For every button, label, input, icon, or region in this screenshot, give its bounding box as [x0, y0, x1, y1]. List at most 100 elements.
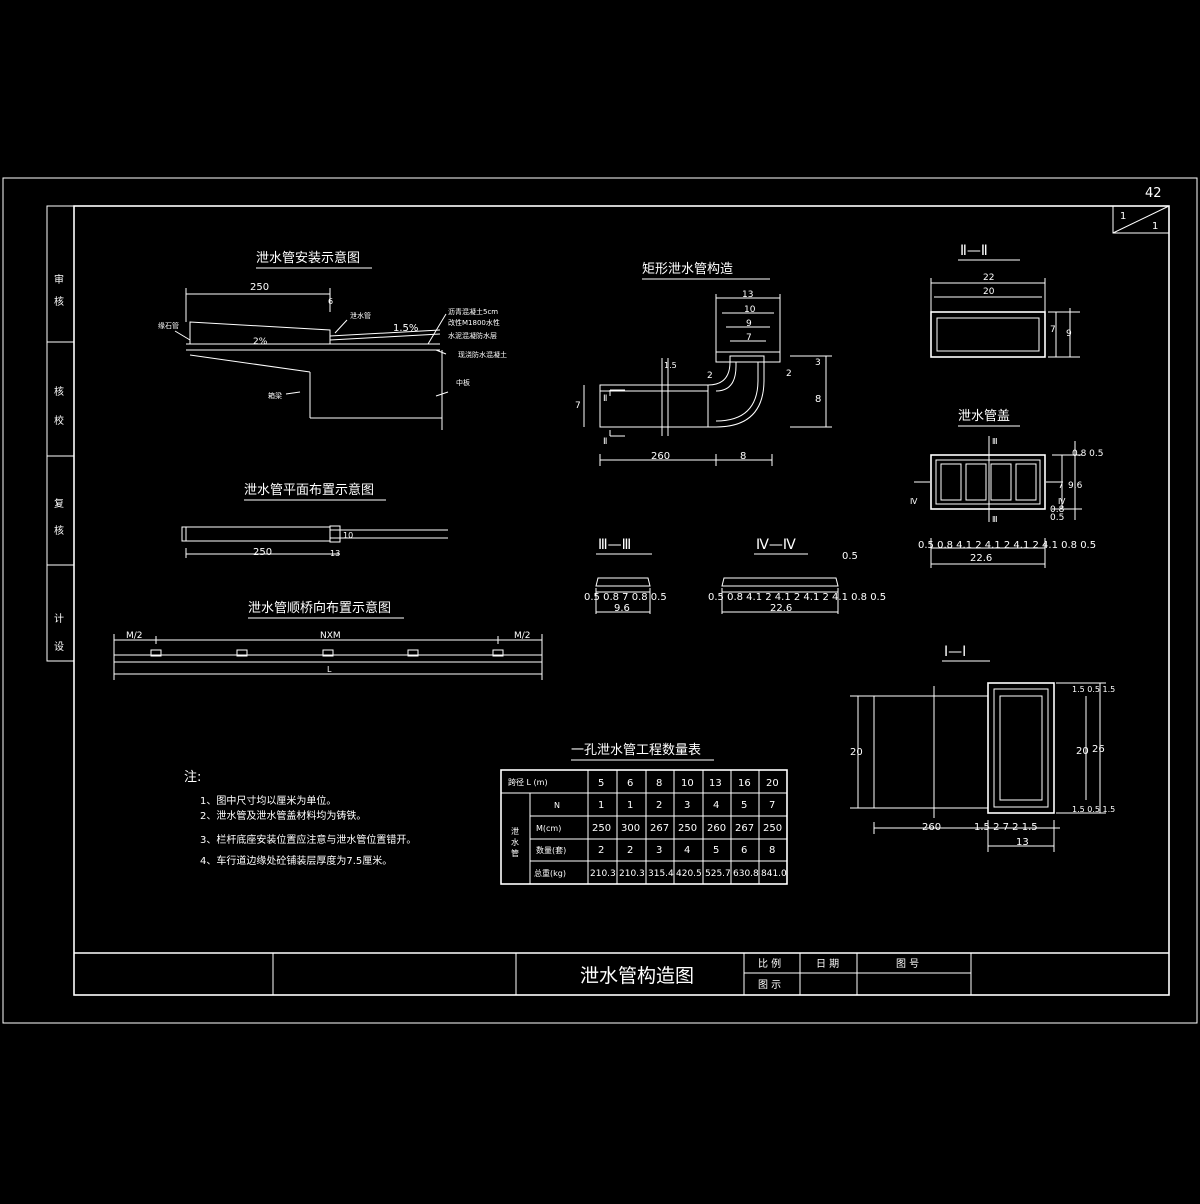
page-box: [1112, 205, 1170, 234]
cell-3-3: 420.5: [676, 869, 702, 879]
plan-dim-10: 10: [343, 531, 353, 540]
tb-date: 日 期: [816, 958, 839, 970]
rect-d8r: 8: [815, 394, 821, 405]
note-4: 4、车行道边缘处砼铺装层厚度为7.5厘米。: [200, 854, 392, 867]
cell-1-1: 300: [621, 823, 640, 834]
table-group-3: 管: [511, 848, 519, 858]
page-total: 1: [1152, 221, 1158, 232]
cover-right-b: 7: [1058, 481, 1064, 491]
span-2: 8: [656, 778, 662, 789]
sec2-d9: 9: [1066, 329, 1072, 339]
row-label-0: N: [554, 801, 560, 810]
install-label-beam: 箱梁: [268, 391, 282, 400]
page-current: 1: [1120, 211, 1126, 222]
cover-sec3-bot: Ⅲ: [992, 515, 998, 524]
row-label-1: M(cm): [536, 824, 561, 833]
cover-right-d: 0.5: [1050, 513, 1064, 523]
tb-drawing-no: 图 号: [896, 958, 919, 970]
install-slope-2: 2%: [253, 337, 268, 347]
install-layer-3: 水泥混凝防水层: [448, 331, 497, 340]
plan-title: 泄水管平面布置示意图: [244, 482, 374, 498]
install-dim-6: 6: [328, 297, 333, 306]
rect-d2b: 2: [786, 369, 792, 379]
cell-2-3: 4: [684, 845, 690, 856]
side-label-3a: 复: [54, 497, 64, 510]
install-label-drain: 泄水管: [350, 311, 371, 320]
sec2-d22: 22: [983, 273, 994, 283]
install-layer-1: 沥青混凝土5cm: [448, 307, 498, 316]
cell-0-3: 3: [684, 800, 690, 811]
side-label-2b: 校: [54, 414, 64, 427]
sec4-title: Ⅳ—Ⅳ: [756, 537, 796, 553]
notes: 注: 1、图中尺寸均以厘米为单位。 2、泄水管及泄水管盖材料均为铸铁。 3、栏杆…: [184, 770, 416, 867]
rect-diagram: 13 10 9 7 1.5 Ⅱ Ⅱ 7 260 8 8 3 2 2: [575, 290, 832, 466]
install-dim-250: 250: [250, 282, 269, 293]
along-title: 泄水管顺桥向布置示意图: [248, 600, 391, 616]
install-label-mid: 中板: [456, 378, 470, 387]
sec4-diagram: 0.5 0.8 4.1 2 4.1 2 4.1 2 4.1 0.8 0.5 22…: [708, 577, 886, 614]
sec2-diagram: 22 20 7 9: [930, 273, 1080, 358]
cell-1-6: 250: [763, 823, 782, 834]
note-2: 2、泄水管及泄水管盖材料均为铸铁。: [200, 809, 366, 822]
cover-diagram: Ⅲ Ⅲ Ⅳ Ⅳ 0.8 0.5 7 9.6 0.8 0.5 0.5 0.8 4.…: [910, 436, 1104, 568]
cell-1-4: 260: [707, 823, 726, 834]
quantity-table: 跨径 L (m) 5 6 8 10 13 16 20 泄 水 管 N 1 1 2…: [500, 769, 788, 885]
cell-1-2: 267: [650, 823, 669, 834]
cell-0-4: 4: [713, 800, 719, 811]
span-0: 5: [598, 778, 604, 789]
table-group-2: 水: [511, 837, 519, 847]
span-6: 20: [766, 778, 779, 789]
install-slope-1: 1.5%: [393, 323, 418, 334]
cell-0-5: 5: [741, 800, 747, 811]
sec1-right-top: 1.5 0.5 1.5: [1072, 685, 1115, 694]
note-3: 3、栏杆底座安装位置应注意与泄水管位置错开。: [200, 833, 416, 846]
drawing-title: 泄水管构造图: [580, 965, 694, 987]
side-strip: [46, 205, 75, 662]
sec1-d13: 13: [1016, 837, 1029, 848]
tb-shown: 图 示: [758, 979, 781, 991]
cell-3-6: 841.0: [761, 869, 787, 879]
span-4: 13: [709, 778, 722, 789]
sec2-d7: 7: [1050, 325, 1056, 335]
outer-frame: [2, 177, 1198, 1024]
cover-dims-bottom: 0.5 0.8 4.1 2 4.1 2 4.1 2 4.1 0.8 0.5: [918, 540, 1096, 551]
tb-scale: 比 例: [758, 957, 781, 970]
plan-dim-13: 13: [330, 549, 340, 558]
plan-diagram: 250 13 10: [181, 525, 448, 558]
cell-3-0: 210.3: [590, 869, 616, 879]
install-label-left: 缘石管: [158, 321, 179, 330]
cell-3-5: 630.8: [733, 869, 759, 879]
sec1-title: Ⅰ—Ⅰ: [944, 644, 966, 660]
sec1-right-bot: 1.5 0.5 1.5: [1072, 805, 1115, 814]
sec1-bottom: 1.5 2 7 2 1.5: [974, 822, 1038, 833]
cell-0-2: 2: [656, 800, 662, 811]
cell-2-0: 2: [598, 845, 604, 856]
table-title: 一孔泄水管工程数量表: [571, 743, 701, 758]
cell-1-0: 250: [592, 823, 611, 834]
side-label-3b: 核: [54, 524, 64, 537]
rect-sec-top: Ⅱ: [603, 394, 607, 404]
sec3-diagram: 0.5 0.8 7 0.8 0.5 9.6: [584, 577, 667, 614]
side-label-2a: 核: [54, 385, 64, 398]
install-layer-2: 改性M1800水性: [448, 318, 500, 327]
rect-d260: 260: [651, 451, 670, 462]
note-1: 1、图中尺寸均以厘米为单位。: [200, 794, 336, 807]
rect-d2a: 2: [707, 371, 713, 381]
cover-title: 泄水管盖: [958, 409, 1010, 424]
cell-2-2: 3: [656, 845, 662, 856]
sheet-number: 42: [1145, 186, 1162, 201]
cell-0-6: 7: [769, 800, 775, 811]
sec1-d260: 260: [922, 822, 941, 833]
along-diagram: M/2 NXM M/2 L: [113, 631, 543, 680]
rect-d13: 13: [742, 290, 753, 300]
sec3-dims: 0.5 0.8 7 0.8 0.5: [584, 592, 667, 603]
table-group-1: 泄: [511, 826, 519, 836]
rect-sec-bot: Ⅱ: [603, 437, 607, 447]
table-header-label: 跨径 L (m): [508, 777, 548, 787]
install-title: 泄水管安装示意图: [256, 250, 360, 266]
cell-0-0: 1: [598, 800, 604, 811]
cell-2-1: 2: [627, 845, 633, 856]
row-label-3: 总重(kg): [534, 868, 566, 878]
